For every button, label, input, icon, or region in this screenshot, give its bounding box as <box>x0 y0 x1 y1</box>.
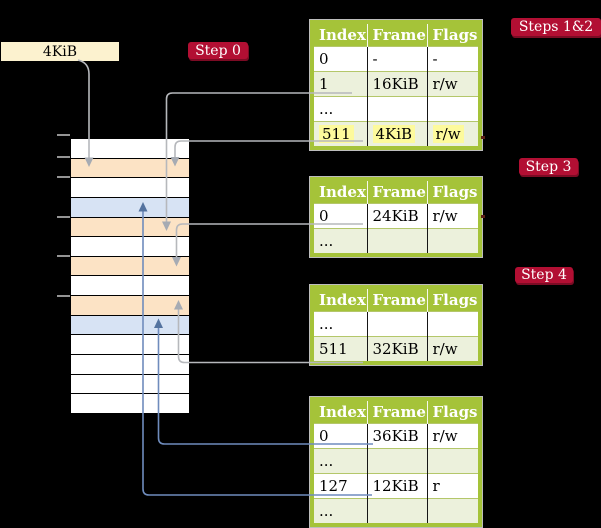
memory-row <box>71 335 189 356</box>
memory-row <box>71 158 189 179</box>
boundary-tick <box>57 295 70 297</box>
table-cell: - <box>432 50 438 68</box>
column-header-flags: Flags <box>427 24 478 47</box>
page-table: Index Frame Flags 0 - - 1 16KiB r/w ... … <box>314 24 478 146</box>
table-cell: r/w <box>432 75 458 93</box>
table-row: 0 24KiB r/w <box>314 203 478 229</box>
table-cell: 0 <box>319 207 329 225</box>
boundary-tick <box>57 255 70 257</box>
memory-row <box>71 296 189 316</box>
table-cell: r/w <box>432 207 458 225</box>
page-size-label: 4KiB <box>42 43 78 60</box>
badge-step-3-label: Step 3 <box>525 158 572 175</box>
table-cell: 0 <box>319 427 329 445</box>
table-cell: 12KiB <box>372 477 419 495</box>
page-table-steps-1-2: Index Frame Flags 0 - - 1 16KiB r/w ... … <box>310 20 482 150</box>
boundary-tick <box>57 156 70 158</box>
memory-row <box>71 276 189 297</box>
column-header-index: Index <box>314 289 368 312</box>
table-cell: 0 <box>319 50 329 68</box>
column-header-flags: Flags <box>427 289 478 312</box>
memory-row <box>71 237 189 257</box>
memory-row <box>71 178 189 198</box>
table-cell: ... <box>319 452 334 470</box>
badge-step-0: Step 0 <box>188 42 248 59</box>
table-row: 1 16KiB r/w <box>314 71 478 97</box>
table-row: ... <box>314 228 478 253</box>
column-header-flags: Flags <box>427 181 478 204</box>
table-header-row: Index Frame Flags <box>314 401 478 424</box>
page-table: Index Frame Flags ... 511 32KiB r/w <box>314 289 478 361</box>
page-size-box: 4KiB <box>1 42 119 61</box>
table-cell: 16KiB <box>372 75 419 93</box>
table-row: ... <box>314 448 478 474</box>
badge-step-3: Step 3 <box>519 158 578 175</box>
table-cell: 127 <box>319 477 348 495</box>
memory-stack <box>70 138 190 414</box>
connector-stub <box>481 136 485 139</box>
table-cell: 32KiB <box>372 340 419 358</box>
table-cell: r/w <box>432 427 458 445</box>
table-cell-highlighted: r/w <box>432 125 464 143</box>
table-cell: ... <box>319 315 334 333</box>
table-row: ... <box>314 498 478 523</box>
badge-step-4: Step 4 <box>515 267 573 283</box>
memory-row <box>71 256 189 277</box>
page-table: Index Frame Flags 0 36KiB r/w ... 127 12… <box>314 401 478 523</box>
table-row: ... <box>314 311 478 337</box>
page-table-step-4-upper: Index Frame Flags ... 511 32KiB r/w <box>310 285 482 365</box>
table-cell: ... <box>319 232 334 250</box>
column-header-frame: Frame <box>367 289 428 312</box>
table-cell: r/w <box>432 340 458 358</box>
table-cell: - <box>372 50 378 68</box>
table-cell: 24KiB <box>372 207 419 225</box>
memory-row <box>71 139 189 159</box>
boundary-tick <box>57 176 70 178</box>
table-cell: ... <box>319 502 334 520</box>
table-cell: ... <box>319 100 334 118</box>
page-table-step-4-lower: Index Frame Flags 0 36KiB r/w ... 127 12… <box>310 397 482 527</box>
table-row: 127 12KiB r <box>314 473 478 499</box>
table-cell: 511 <box>319 340 348 358</box>
memory-row <box>71 355 189 375</box>
column-header-flags: Flags <box>427 401 478 424</box>
badge-step-4-label: Step 4 <box>521 267 567 283</box>
boundary-tick <box>57 216 70 218</box>
table-cell: r <box>432 477 440 495</box>
memory-row <box>71 374 189 395</box>
table-cell-highlighted: 511 <box>319 125 354 143</box>
badge-step-0-label: Step 0 <box>195 42 241 59</box>
column-header-frame: Frame <box>367 24 428 47</box>
table-row-highlighted: 511 4KiB r/w <box>314 121 478 146</box>
connector-stub <box>481 215 485 218</box>
memory-row <box>71 197 189 218</box>
table-cell: 36KiB <box>372 427 419 445</box>
column-header-index: Index <box>314 24 368 47</box>
column-header-frame: Frame <box>367 401 428 424</box>
badge-steps-1-2: Steps 1&2 <box>511 18 601 36</box>
table-cell-highlighted: 4KiB <box>372 125 416 143</box>
table-row: 0 - - <box>314 46 478 72</box>
column-header-index: Index <box>314 181 368 204</box>
page-table-step-3: Index Frame Flags 0 24KiB r/w ... <box>310 177 482 257</box>
table-header-row: Index Frame Flags <box>314 24 478 47</box>
memory-row <box>71 217 189 238</box>
table-header-row: Index Frame Flags <box>314 289 478 312</box>
table-row: 0 36KiB r/w <box>314 423 478 449</box>
table-row: ... <box>314 96 478 122</box>
table-row: 511 32KiB r/w <box>314 336 478 361</box>
column-header-frame: Frame <box>367 181 428 204</box>
page-table: Index Frame Flags 0 24KiB r/w ... <box>314 181 478 253</box>
table-cell: 1 <box>319 75 329 93</box>
boundary-tick <box>57 134 70 136</box>
badge-steps-1-2-label: Steps 1&2 <box>518 19 594 35</box>
table-header-row: Index Frame Flags <box>314 181 478 204</box>
memory-row <box>71 315 189 336</box>
column-header-index: Index <box>314 401 368 424</box>
memory-row <box>71 394 189 413</box>
